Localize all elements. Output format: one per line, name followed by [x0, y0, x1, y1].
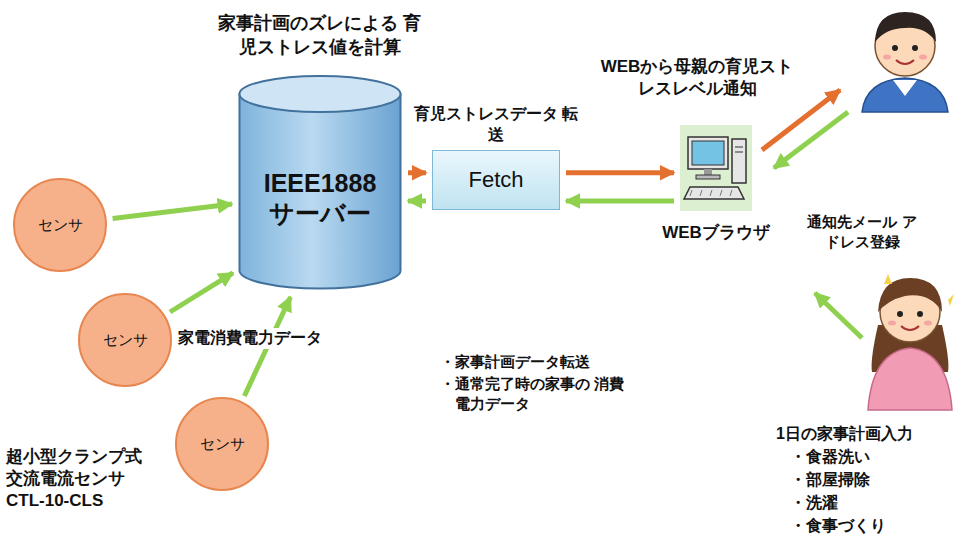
- server-cylinder: 家事計画のズレによる 育児ストレス値を計算IEEE1888 サーバー: [238, 75, 402, 290]
- node-heading: WEBブラウザ: [662, 221, 770, 244]
- cylinder-body: [240, 93, 401, 289]
- node-heading: 家事計画のズレによる 育児ストレス値を計算: [215, 12, 425, 59]
- sensor-circle: センサ: [175, 397, 269, 491]
- register-arrow: [774, 112, 848, 168]
- plan-input-arrow: [815, 293, 862, 338]
- computer-icon: [680, 125, 752, 211]
- sensor-note: 超小型クランプ式 交流電流センサ CTL-10-CLS: [6, 446, 156, 512]
- mother-figure: [868, 274, 954, 410]
- node-text: Fetch: [468, 167, 523, 193]
- node-text: センサ: [103, 331, 148, 350]
- plan-heading: 1日の家事計画入力: [776, 424, 913, 445]
- father-figure: [862, 12, 948, 112]
- node-text: センサ: [38, 216, 83, 235]
- transfer-note: ・通常完了時の家事の 消費電力データ: [440, 374, 627, 413]
- plan-item: ・食事づくり: [790, 516, 886, 537]
- transfer-note: ・家事計画データ転送: [440, 352, 590, 372]
- flow-arrow: [408, 199, 426, 204]
- flow-arrow: [113, 204, 232, 219]
- sensor-circle: センサ: [78, 293, 172, 387]
- sensor-circle: センサ: [13, 178, 107, 272]
- plan-item: ・部屋掃除: [790, 470, 870, 491]
- transfer-label: 育児ストレスデータ 転送: [406, 104, 586, 146]
- notify-label: WEBから母親の育児スト レスレベル通知: [590, 56, 804, 100]
- plan-item: ・食器洗い: [790, 447, 870, 468]
- flow-arrow: [170, 273, 233, 312]
- flow-arrow: [566, 170, 674, 175]
- browser-icon: WEBブラウザ: [680, 125, 752, 211]
- flow-arrow: [408, 170, 426, 175]
- register-label: 通知先メール アドレス登録: [806, 212, 918, 251]
- cylinder-top: [240, 76, 401, 112]
- node-text: IEEE1888 サーバー: [250, 168, 390, 228]
- notify-arrow: [762, 90, 840, 150]
- fetch-box: Fetch: [432, 150, 560, 210]
- data-label: 家電消費電力データ: [178, 328, 325, 349]
- flow-arrow: [566, 199, 674, 204]
- plan-item: ・洗濯: [790, 493, 838, 514]
- node-text: センサ: [200, 435, 245, 454]
